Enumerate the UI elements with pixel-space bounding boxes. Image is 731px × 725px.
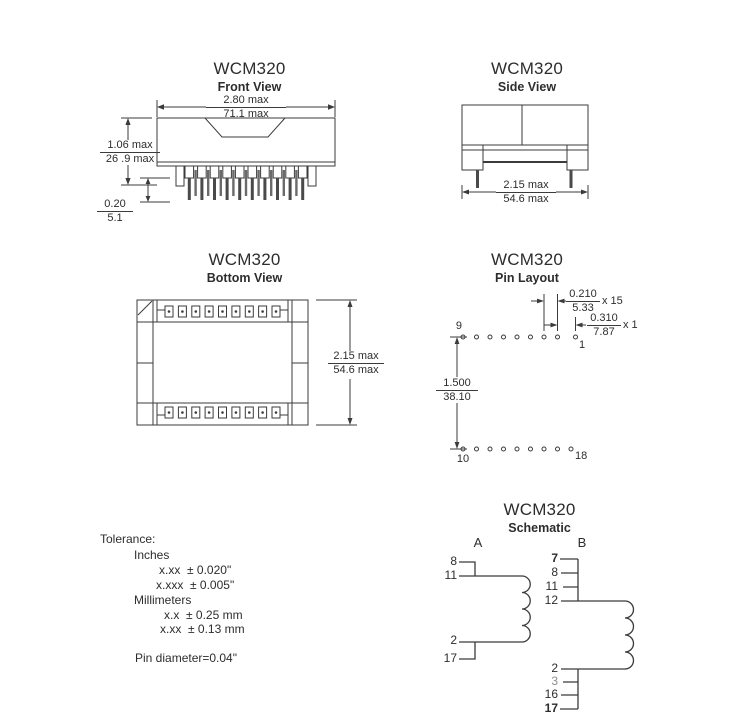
front-tabs	[184, 165, 308, 179]
side-view-title-block: WCM320 Side View	[447, 59, 607, 94]
tolerance-inch-rule-1: x.xx ± 0.020"	[159, 563, 232, 577]
front-width-inches: 2.80 max	[206, 95, 286, 108]
pin-end-pitch-mm: 7.87	[593, 326, 615, 338]
tolerance-inch-rule-2: x.xxx ± 0.005"	[156, 578, 235, 592]
side-view-title: WCM320	[490, 59, 564, 78]
front-height-inches: 1.06 max	[100, 140, 160, 153]
bottom-pads-bottom	[164, 406, 281, 419]
pin-pitch-mm: 5.33	[572, 302, 594, 314]
bottom-pads-top	[164, 305, 281, 318]
tolerance-mm-rule-2: x.xx ± 0.13 mm	[160, 622, 245, 636]
front-standoff-dim: 0.20 5.1	[97, 199, 133, 224]
coil-b-pin-17: 17	[544, 701, 558, 715]
schematic-title: WCM320	[503, 500, 576, 519]
coil-a-label: A	[473, 535, 483, 550]
coil-b-pin-3: 3	[551, 674, 558, 688]
bottom-view-subtitle: Bottom View	[206, 271, 283, 285]
bottom-view-title-block: WCM320 Bottom View	[167, 250, 322, 285]
pin-row-spacing-dim: 1.500 38.10	[436, 378, 478, 403]
front-view-art	[121, 100, 336, 203]
side-depth-mm: 54.6 max	[503, 193, 549, 205]
pin-end-pitch-inches: 0.310	[587, 313, 621, 326]
bottom-depth-inches: 2.15 max	[328, 351, 384, 364]
tolerance-heading: Tolerance:	[100, 532, 156, 546]
pin-layout-title-block: WCM320 Pin Layout	[447, 250, 607, 285]
side-view-subtitle: Side View	[497, 80, 557, 94]
schematic-title-block: WCM320 Schematic	[462, 500, 617, 535]
pin-pitch-inches: 0.210	[566, 289, 600, 302]
coil-b-pin-8: 8	[551, 565, 558, 579]
tolerance-inches-label: Inches	[134, 548, 170, 562]
front-view-subtitle: Front View	[217, 80, 282, 94]
coil-b-pin-11: 11	[545, 579, 558, 593]
pin-row-spacing-inches: 1.500	[436, 378, 478, 391]
pin-label-1: 1	[579, 339, 586, 351]
side-view-art	[461, 104, 589, 199]
pin-layout-title: WCM320	[490, 250, 564, 269]
pin-pitch-multiplier: x 15	[602, 295, 623, 307]
coil-b-pin-7: 7	[551, 551, 558, 565]
front-height-mm: 26 .9 max	[105, 153, 155, 165]
bottom-view-title: WCM320	[208, 250, 281, 269]
schematic-art	[459, 558, 635, 710]
coil-b-label: B	[577, 535, 587, 550]
pin-row-spacing-mm: 38.10	[443, 391, 471, 403]
front-width-dim: 2.80 max 71.1 max	[206, 95, 286, 120]
pin-layout-art	[450, 294, 586, 452]
pin-pitch-dim: 0.210 5.33	[566, 289, 600, 314]
bottom-view-art	[136, 299, 357, 426]
pin-dots-top	[460, 334, 578, 340]
pin-label-18: 18	[575, 450, 588, 462]
front-view-title: WCM320	[213, 59, 286, 78]
pin-end-pitch-dim: 0.310 7.87	[587, 313, 621, 338]
front-pins	[187, 170, 305, 200]
bottom-depth-dim: 2.15 max 54.6 max	[328, 351, 384, 376]
front-standoff-inches: 0.20	[97, 199, 133, 212]
pin-end-pitch-multiplier: x 1	[623, 319, 638, 331]
coil-b-pin-12: 12	[544, 593, 558, 607]
coil-a-pin-8: 8	[450, 554, 457, 568]
pin-layout-subtitle: Pin Layout	[495, 271, 559, 285]
pin-diameter-note: Pin diameter=0.04"	[135, 651, 237, 665]
coil-b-pin-2: 2	[551, 661, 558, 675]
schematic-subtitle: Schematic	[508, 521, 571, 535]
coil-b-pin-16: 16	[544, 687, 558, 701]
pin-label-9: 9	[455, 320, 462, 332]
front-height-dim: 1.06 max 26 .9 max	[100, 140, 160, 165]
front-standoff-mm: 5.1	[107, 212, 123, 224]
tolerance-mm-rule-1: x.x ± 0.25 mm	[164, 608, 243, 622]
coil-a-pin-2: 2	[450, 633, 457, 647]
pin-label-10: 10	[456, 453, 470, 465]
front-view-title-block: WCM320 Front View	[162, 59, 337, 94]
pin-dots-bottom	[460, 446, 574, 452]
bottom-depth-mm: 54.6 max	[333, 364, 379, 376]
coil-a-pin-17: 17	[443, 651, 457, 665]
coil-a-pin-11: 11	[444, 568, 457, 582]
side-depth-inches: 2.15 max	[496, 180, 556, 193]
tolerance-mm-label: Millimeters	[134, 593, 192, 607]
front-width-mm: 71.1 max	[223, 108, 269, 120]
side-depth-dim: 2.15 max 54.6 max	[496, 180, 556, 205]
